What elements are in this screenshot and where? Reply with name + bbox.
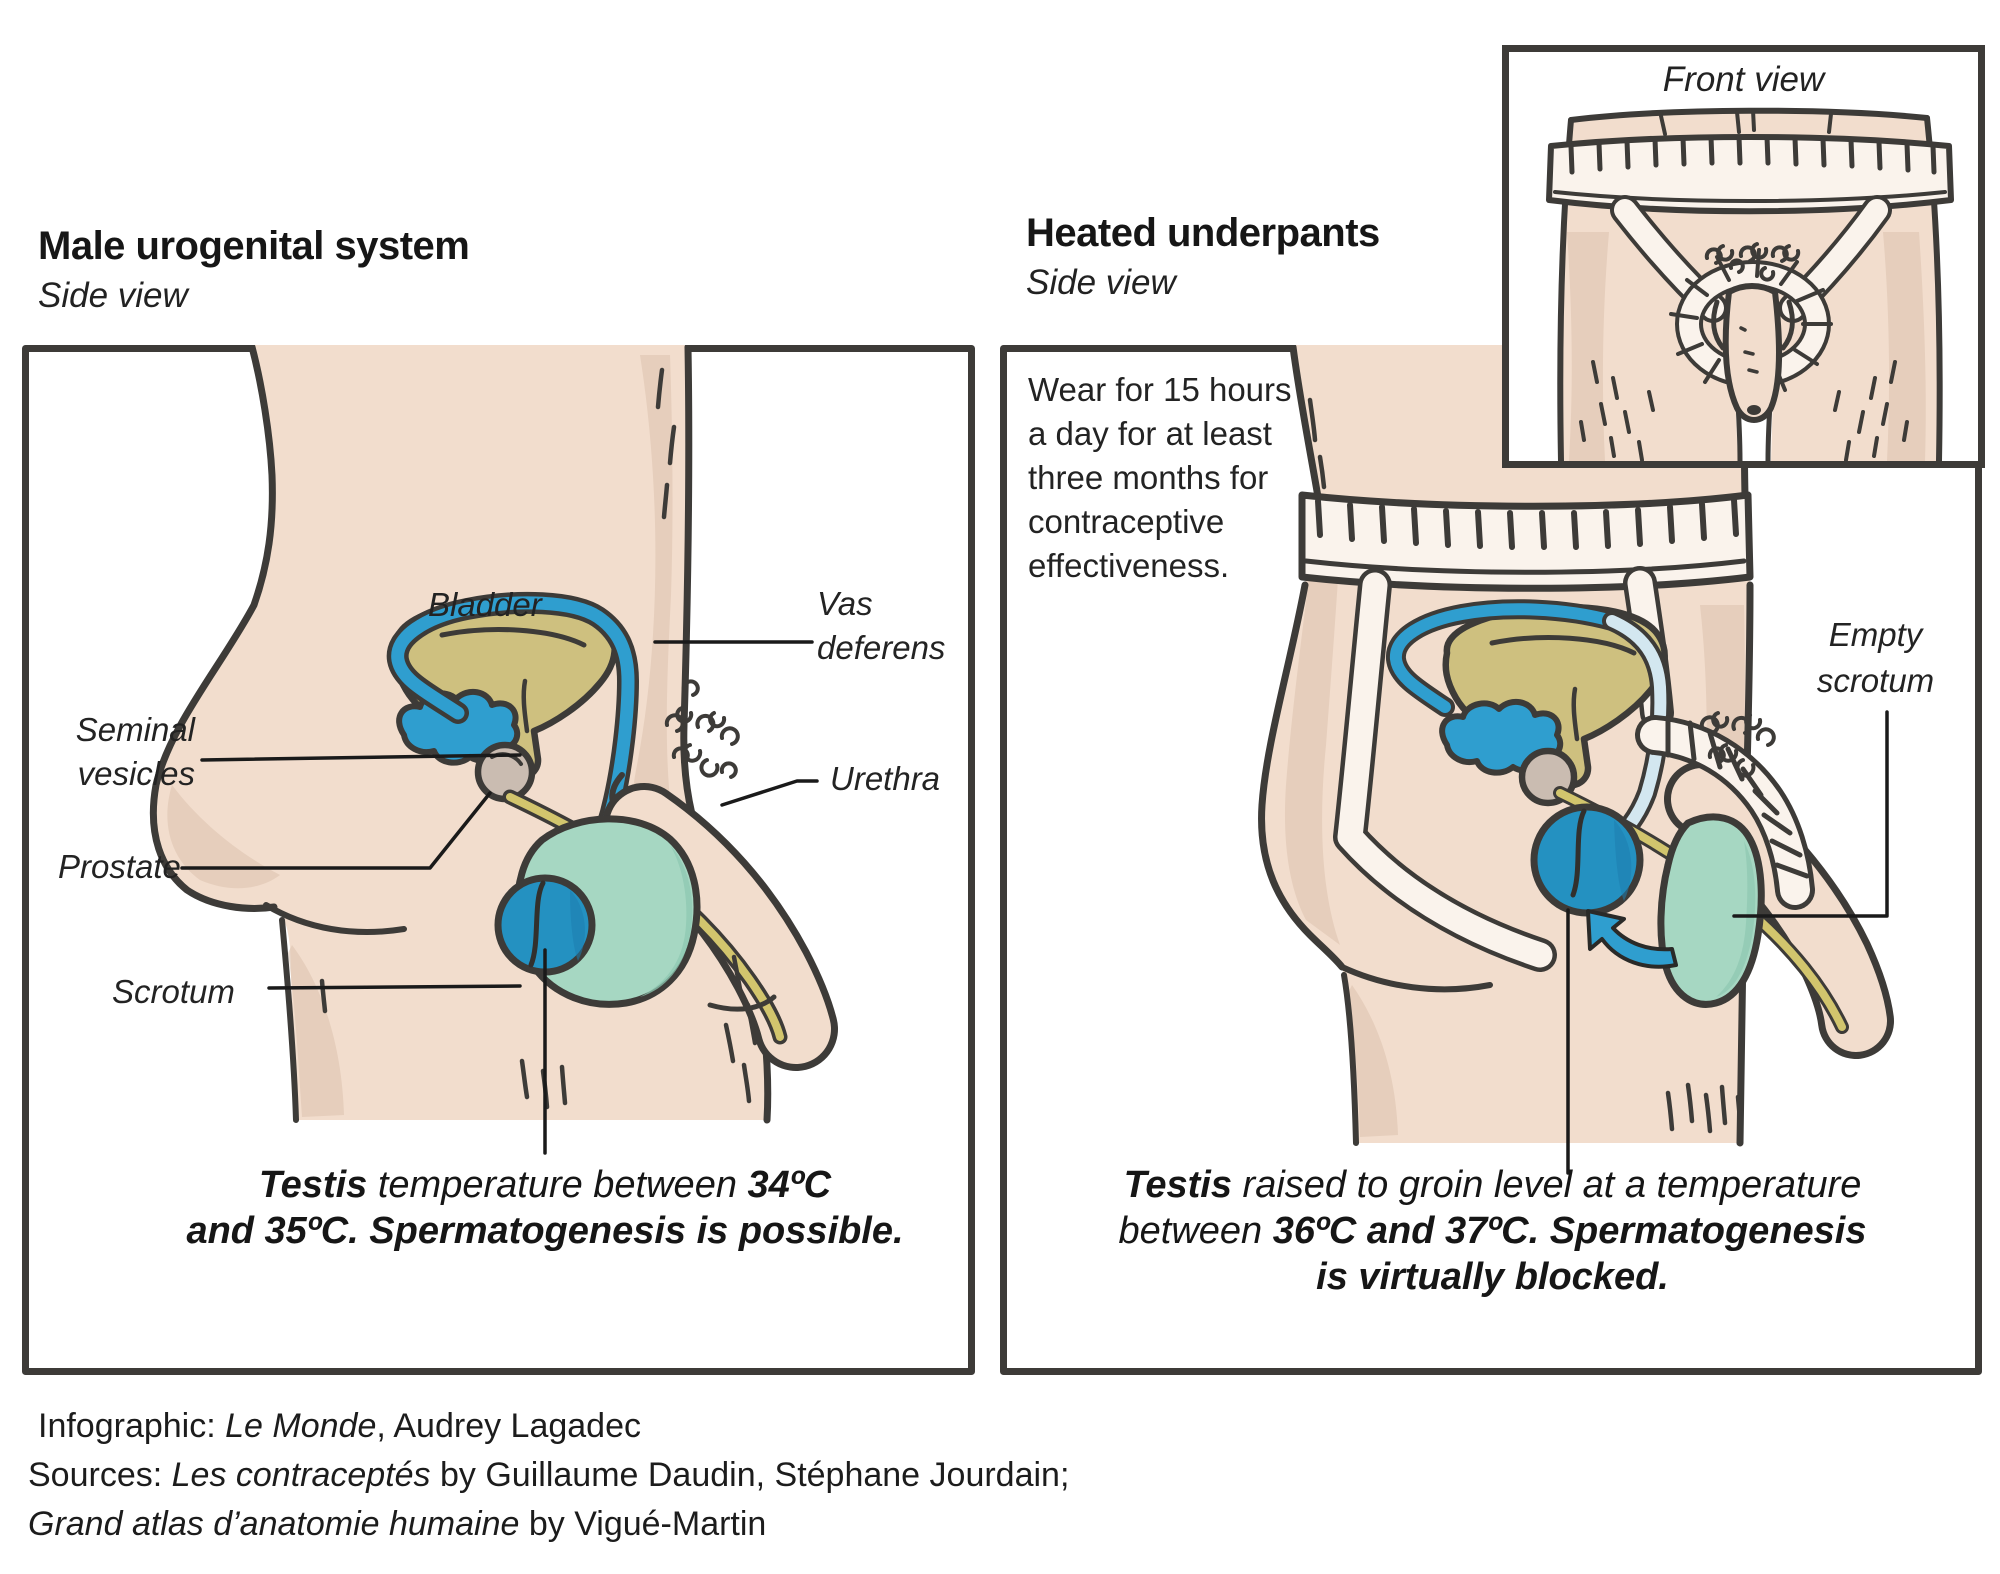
- left-panel-subtitle: Side view: [38, 276, 188, 315]
- epididymis-line: [1570, 808, 1587, 898]
- prostate-leader-line: [180, 791, 492, 870]
- front-strap: [1337, 572, 1553, 968]
- leg-shading: [1348, 985, 1398, 1137]
- credits-line-2: Sources: Les contraceptés by Guillaume D…: [28, 1456, 1070, 1494]
- torso-back-outline: [1289, 345, 1322, 501]
- empty-scrotum-shading: [1716, 841, 1756, 997]
- leg-hair-dashes: [1579, 360, 1909, 461]
- scrotum-label: Scrotum: [112, 973, 235, 1010]
- penis-creases: [1739, 326, 1759, 374]
- caption-line-1: Testis temperature between 34ºC: [258, 1164, 832, 1206]
- ring-ribs: [1669, 248, 1833, 398]
- caption-line-2: and 35ºC. Spermatogenesis is possible.: [186, 1210, 904, 1252]
- leg-back-outline: [279, 917, 299, 1123]
- seminal-vesicles-leader-line: [200, 753, 522, 762]
- bladder-label: Bladder: [428, 586, 542, 623]
- waistband-ribs: [1315, 497, 1739, 550]
- front-view-illustration: [1546, 107, 1954, 461]
- raised-testis-arrow-icon: [1586, 909, 1678, 969]
- left-thigh-shading: [1567, 232, 1609, 461]
- pubic-hair-curls: [664, 679, 740, 779]
- right-panel-subtitle: Side view: [1026, 263, 1176, 302]
- torso-shading: [1284, 505, 1342, 945]
- scrotum-leader-line: [267, 984, 522, 990]
- torso-back-outline: [149, 345, 278, 912]
- pubic-hair-curls: [1704, 242, 1801, 282]
- pubic-hair-curls: [1699, 711, 1776, 778]
- scrotum-shading: [640, 845, 693, 997]
- caption-line-1: Testis raised to groin level at a temper…: [1123, 1164, 1862, 1206]
- right-skin-bunch: [1780, 299, 1795, 351]
- vas-deferens-label: Vas deferens: [817, 585, 946, 666]
- hips-outline: [1568, 107, 1930, 123]
- waistband-seam: [1553, 190, 1947, 203]
- buttock-shading: [167, 785, 280, 889]
- bladder-inner-line: [1489, 635, 1637, 656]
- empty-scrotum-shape: [1657, 813, 1765, 1008]
- right-panel-caption: Testis raised to groin level at a temper…: [1065, 1162, 1920, 1300]
- vas-deferens-tube: [1390, 603, 1618, 713]
- leg-back-outline: [1341, 972, 1359, 1146]
- leader-lines: [180, 640, 819, 1155]
- credits-line-1: Infographic: Le Monde, Audrey Lagadec: [38, 1407, 642, 1445]
- credits-block: Infographic: Le Monde, Audrey Lagadec So…: [28, 1402, 1069, 1549]
- caption-line-2: between 36ºC and 37ºC. Spermatogenesis: [1118, 1210, 1867, 1252]
- prostate-label: Prostate: [58, 848, 181, 885]
- left-skin-bunch: [1711, 299, 1726, 351]
- testis-shading: [1614, 820, 1632, 901]
- bladder-funnel-line: [1571, 686, 1580, 742]
- heated-underpants-side-view-illustration: [1000, 345, 1982, 1375]
- body-hair-dashes: [1307, 397, 1743, 1134]
- belly-hair-dashes: [1659, 108, 1833, 136]
- urethra-label: Urethra: [830, 760, 941, 797]
- right-thigh-shading: [1883, 232, 1926, 461]
- testis-shading: [570, 890, 585, 961]
- bladder-funnel-line: [521, 678, 530, 734]
- front-view-inset: Front view: [1502, 45, 1985, 468]
- penis-tip-detail: [1747, 405, 1761, 415]
- left-panel-title: Male urogenital system: [38, 224, 470, 268]
- empty-scrotum-label: Empty scrotum: [1816, 616, 1935, 699]
- urethra-leader-line: [720, 779, 819, 807]
- credits-line-3: Grand atlas d’anatomie humaine by Vigué-…: [28, 1505, 767, 1543]
- wear-instructions-note: Wear for 15 hours a day for at least thr…: [1028, 371, 1292, 584]
- buttock-outline: [1258, 581, 1346, 971]
- waistband-ribs: [1568, 134, 1937, 175]
- inset-title: Front view: [1662, 60, 1825, 99]
- epididymis-line: [528, 880, 546, 968]
- left-panel-caption: Testis temperature between 34ºC and 35ºC…: [150, 1162, 940, 1254]
- male-urogenital-side-view-illustration: [22, 345, 975, 1375]
- buttock-crease: [263, 902, 407, 935]
- buttock-crease: [1339, 964, 1493, 993]
- seminal-vesicles-label: Seminal vesicles: [75, 711, 195, 792]
- torso-shading: [631, 355, 680, 865]
- waistband-seam: [1303, 558, 1747, 575]
- leader-lines: [1566, 710, 1889, 1175]
- caption-line-3: is virtually blocked.: [1316, 1256, 1669, 1298]
- empty-scrotum-leader-line: [1732, 710, 1889, 918]
- right-panel-title: Heated underpants: [1026, 211, 1380, 255]
- bladder-inner-line: [439, 627, 587, 648]
